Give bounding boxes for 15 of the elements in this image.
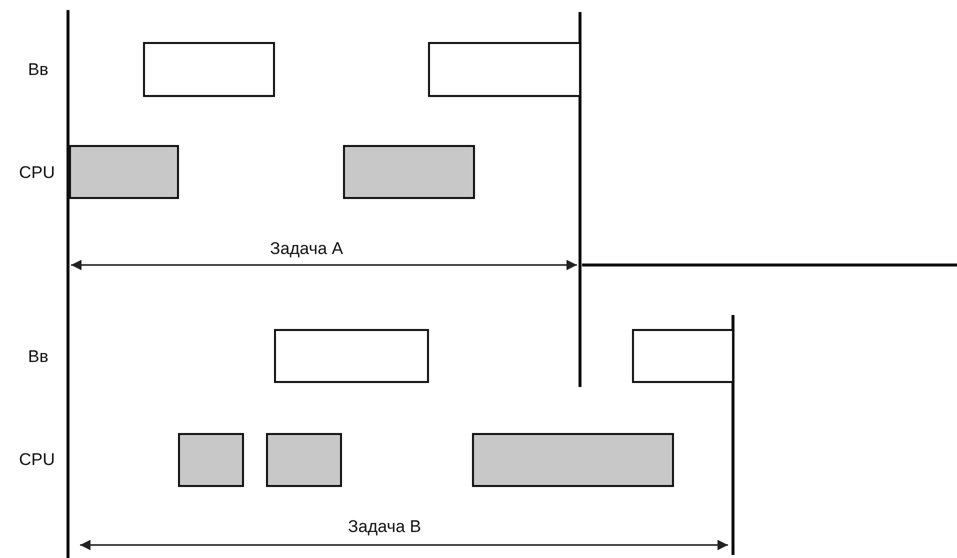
io-bar [143, 42, 275, 97]
io-bar [428, 42, 581, 97]
cpu-bar [69, 145, 179, 199]
cpu-bar [472, 433, 674, 487]
row-label: Вв [28, 348, 48, 365]
cpu-bar [178, 433, 244, 487]
cpu-bar [266, 433, 342, 487]
duration-label: Задача B [348, 518, 422, 535]
io-bar [274, 329, 429, 383]
row-label: CPU [19, 451, 55, 468]
row-label: CPU [19, 164, 55, 181]
row-label: Вв [28, 61, 48, 78]
duration-label: Задача A [270, 240, 344, 257]
io-bar [632, 329, 734, 383]
cpu-bar [343, 145, 475, 199]
